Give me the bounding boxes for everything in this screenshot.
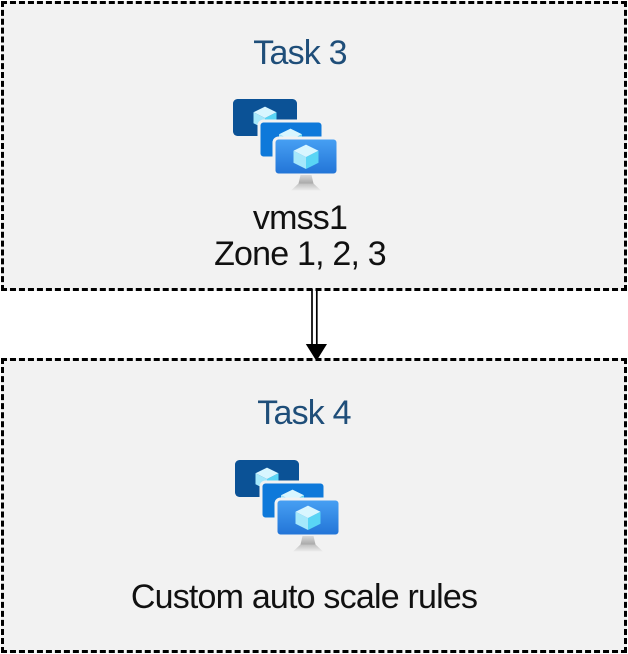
vmss-name-label: vmss1: [252, 199, 348, 237]
task3-title: Task 3: [253, 34, 347, 72]
double-arrow-down-icon: [305, 289, 327, 361]
task4-caption: Custom auto scale rules: [0, 578, 614, 616]
task4-title: Task 4: [257, 394, 351, 432]
vmss-icon: [235, 460, 340, 552]
autoscale-rules-label: Custom auto scale rules: [130, 578, 478, 616]
zone-label: Zone 1, 2, 3: [214, 235, 387, 273]
vmss-icon: [233, 99, 338, 191]
task3-caption: vmss1 Zone 1, 2, 3: [0, 200, 610, 272]
task4-box: Task 4 Custom auto scale rules: [1, 358, 627, 653]
task3-box: Task 3: [1, 1, 627, 291]
